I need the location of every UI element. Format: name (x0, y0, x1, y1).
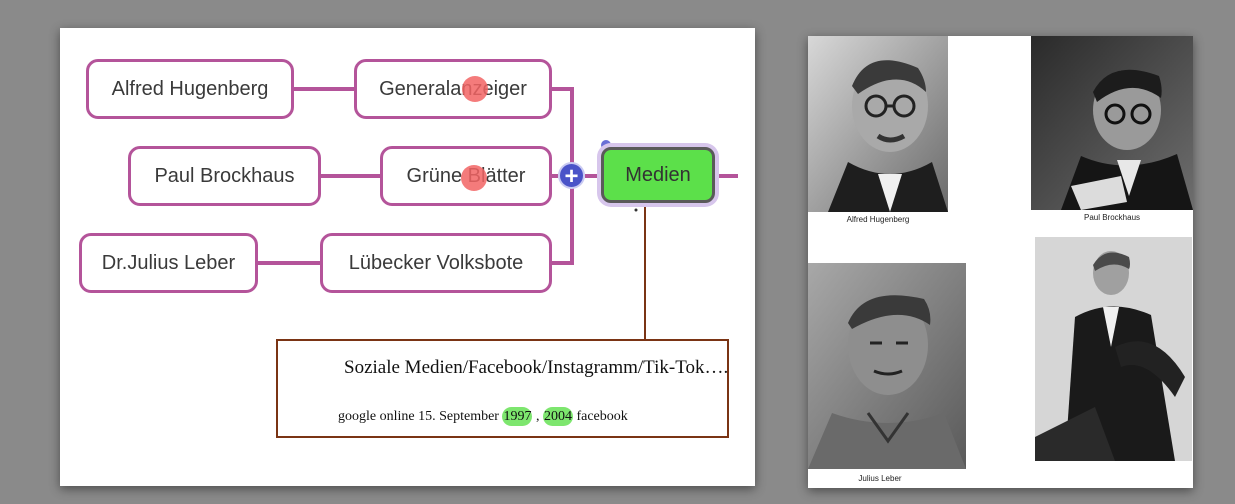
note-box[interactable]: Soziale Medien/Facebook/Instagramm/Tik-T… (276, 339, 729, 438)
node-alfred-hugenberg[interactable]: Alfred Hugenberg (86, 59, 294, 119)
node-label: Paul Brockhaus (154, 164, 295, 187)
node-generalanzeiger[interactable]: Generalanzeiger (354, 59, 552, 119)
node-label: Grüne Blätter (406, 164, 526, 187)
portrait-photo-alfred-hugenberg (808, 36, 948, 212)
node-label: Medien (625, 163, 691, 186)
caption-alfred-hugenberg: Alfred Hugenberg (846, 215, 910, 224)
highlighted-year: 2004 (542, 407, 573, 426)
note-text-dates: google online 15. September 1997 , 2004 … (338, 407, 628, 426)
note-text: , (532, 409, 543, 424)
portrait-photo-paul-brockhaus (1031, 36, 1193, 210)
portrait-photo-standing-man (1035, 237, 1192, 461)
add-node-button[interactable]: + (558, 162, 585, 189)
node-gruene-blaetter[interactable]: Grüne Blätter (380, 146, 552, 206)
portrait-photo-julius-leber (808, 263, 966, 469)
note-text: google online 15. September (338, 409, 503, 424)
note-text-social-media: Soziale Medien/Facebook/Instagramm/Tik-T… (344, 357, 729, 378)
node-paul-brockhaus[interactable]: Paul Brockhaus (128, 146, 321, 206)
node-luebecker-volksbote[interactable]: Lübecker Volksbote (320, 233, 552, 293)
node-label: Generalanzeiger (379, 77, 527, 100)
node-label: Alfred Hugenberg (111, 77, 269, 100)
caption-paul-brockhaus: Paul Brockhaus (1083, 213, 1141, 222)
node-label: Dr.Julius Leber (101, 251, 236, 274)
highlighted-year: 1997 (502, 407, 533, 426)
note-text: facebook (572, 409, 628, 424)
node-medien[interactable]: Medien (601, 147, 715, 203)
node-julius-leber[interactable]: Dr.Julius Leber (79, 233, 258, 293)
caption-julius-leber: Julius Leber (858, 474, 902, 483)
node-label: Lübecker Volksbote (348, 251, 524, 274)
